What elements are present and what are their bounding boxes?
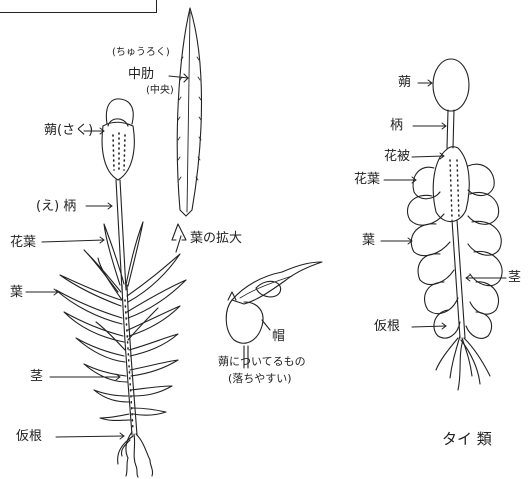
calyptra-label: 帽	[272, 330, 285, 343]
enlarged-leaf-caption: 葉の拡大	[190, 232, 242, 245]
calyptra-drawing	[226, 262, 322, 368]
liverwort-label-stem: 茎	[508, 271, 521, 284]
liverwort-label-bract: 花葉	[354, 173, 380, 186]
liverwort-plant	[407, 59, 502, 390]
liverwort-label-leaf: 葉	[362, 234, 375, 247]
enlarged-leaf-drawing	[169, 8, 202, 252]
moss-stem-drawing	[122, 285, 132, 435]
moss-label-capsule: 蒴(さく)	[44, 124, 93, 137]
moss-label-perichaetial-leaf: 花葉	[10, 236, 36, 249]
liverwort-label-rhizoid: 仮根	[374, 320, 400, 333]
liverwort-rhizoids	[436, 336, 490, 390]
enlarged-leaf-term-note: (中央)	[146, 86, 174, 96]
moss-label-seta: (え) 柄	[36, 200, 76, 213]
liverwort-label-seta: 柄	[390, 119, 403, 132]
calyptra-caption-line2: (落ちやすい)	[228, 373, 292, 384]
moss-label-leaf: 葉	[10, 286, 23, 299]
moss-rhizoids	[118, 432, 153, 477]
enlarged-leaf-term-reading: (ちゅうろく)	[112, 48, 170, 58]
calyptra-caption-line1: 蒴についてるもの	[218, 356, 306, 367]
liverwort-leaves	[407, 164, 502, 338]
liverwort-title: タイ 類	[442, 432, 492, 447]
liverwort-label-capsule: 蒴	[398, 76, 411, 89]
moss-leaves	[56, 222, 186, 421]
liverwort-label-perianth: 花被	[384, 150, 410, 163]
enlarged-leaf-term: 中肋	[128, 68, 154, 81]
moss-capsule-drawing	[102, 99, 134, 180]
moss-plant	[56, 99, 186, 477]
moss-label-rhizoid: 仮根	[16, 430, 42, 443]
moss-label-stem: 茎	[30, 370, 43, 383]
